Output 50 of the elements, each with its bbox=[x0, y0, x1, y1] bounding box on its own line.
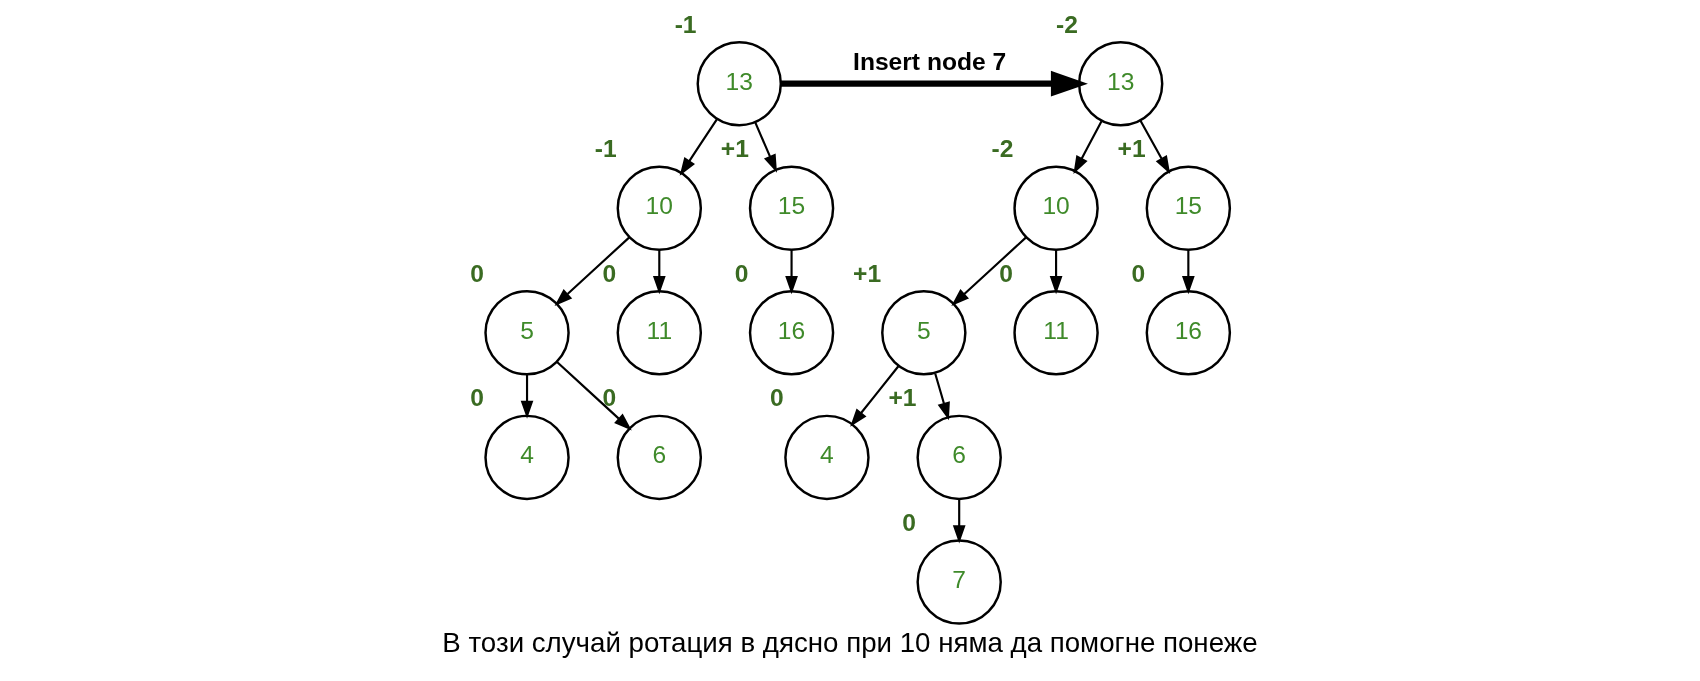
node-circle: 15 bbox=[748, 165, 835, 251]
node-label: 0 bbox=[999, 259, 1013, 287]
node-label: -2 bbox=[1056, 10, 1078, 38]
node-label: 0 bbox=[602, 384, 617, 412]
node-circle: 6 bbox=[916, 414, 1002, 501]
arrow bbox=[780, 70, 1088, 97]
arrow bbox=[1073, 120, 1103, 175]
arrow bbox=[679, 118, 718, 176]
caption: В този случай ротация в дясно при 10 няма да помогне понеже bbox=[442, 626, 1258, 658]
edge-label: Insert node 7 bbox=[853, 47, 1007, 75]
node-circle: 5 bbox=[484, 290, 570, 376]
arrow bbox=[652, 250, 666, 295]
arrow bbox=[556, 361, 632, 431]
arrow bbox=[951, 236, 1027, 306]
arrow bbox=[520, 374, 534, 419]
node-label: +1 bbox=[853, 259, 882, 287]
node-circle: 4 bbox=[484, 414, 570, 501]
node-label: 0 bbox=[770, 384, 784, 412]
node-circle: 13 bbox=[696, 40, 782, 127]
node-circle: 7 bbox=[916, 539, 1002, 625]
arrow bbox=[1049, 250, 1063, 295]
node-label: -2 bbox=[991, 135, 1014, 163]
node-label: -1 bbox=[594, 135, 617, 163]
node-label: +1 bbox=[720, 135, 749, 163]
node-label: +1 bbox=[888, 384, 917, 412]
node-circle: 15 bbox=[1145, 165, 1232, 251]
node-label: 0 bbox=[470, 259, 484, 287]
node-label: 0 bbox=[470, 384, 484, 412]
node-circle: 16 bbox=[1145, 290, 1232, 376]
arrow bbox=[785, 250, 798, 295]
node-circle: 13 bbox=[1077, 40, 1164, 127]
node-circle: 10 bbox=[616, 165, 703, 251]
arrow bbox=[554, 236, 631, 306]
arrow bbox=[754, 121, 777, 173]
node-label: 0 bbox=[602, 259, 617, 287]
node-label: 0 bbox=[734, 259, 749, 287]
arrow bbox=[1139, 119, 1171, 175]
node-label: 0 bbox=[1131, 259, 1146, 287]
node-circle: 16 bbox=[748, 290, 835, 376]
node-label: -1 bbox=[674, 10, 697, 38]
arrow bbox=[1181, 250, 1195, 295]
node-circle: 10 bbox=[1013, 165, 1099, 251]
node-label: +1 bbox=[1117, 135, 1146, 163]
arrow bbox=[934, 373, 950, 421]
arrow bbox=[850, 365, 900, 427]
node-circle: 11 bbox=[616, 290, 703, 376]
node-circle: 11 bbox=[1013, 290, 1099, 376]
node-circle: 4 bbox=[784, 414, 870, 501]
node-label: 0 bbox=[902, 508, 916, 536]
arrow bbox=[952, 499, 966, 544]
